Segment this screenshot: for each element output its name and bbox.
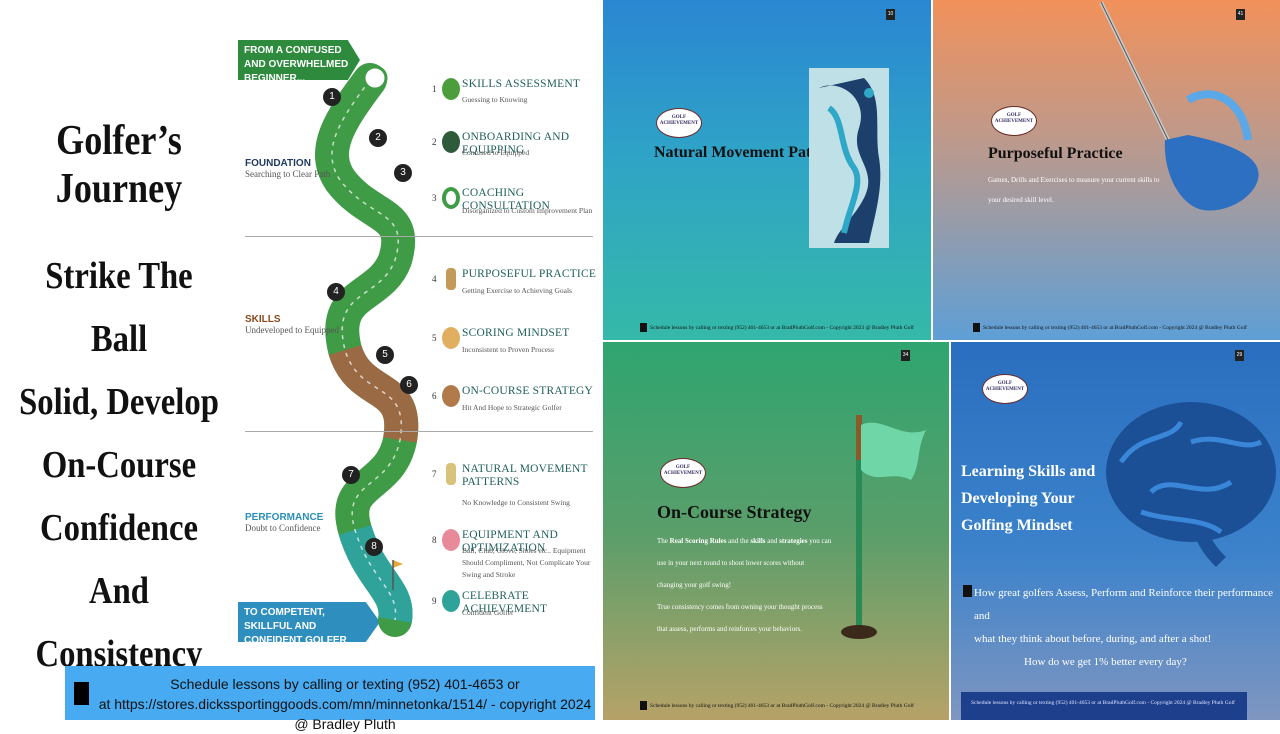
slide-footer: Schedule lessons by calling or texting (… <box>640 323 914 332</box>
golfer-banner: TO COMPETENT, SKILLFUL AND CONFIDENT GOL… <box>238 602 380 642</box>
golfer-swing-illustration <box>809 68 889 248</box>
phase-foundation: FOUNDATION Searching to Clear Path <box>245 158 331 179</box>
golfer-icon <box>442 131 460 153</box>
slide-page-number: 10 <box>886 9 895 20</box>
flag-icon <box>442 590 460 612</box>
slide-title: On-Course Strategy <box>657 502 812 522</box>
square-icon <box>640 701 647 710</box>
mindset-icon <box>442 327 460 349</box>
slide-page-number: 41 <box>1236 9 1245 20</box>
road-step-number: 8 <box>365 538 383 556</box>
slide-title: Purposeful Practice <box>988 145 1123 162</box>
square-icon <box>973 323 980 332</box>
square-icon <box>963 585 972 597</box>
schedule-text: Schedule lessons by calling or texting (… <box>98 676 592 732</box>
slide-body: The Real Scoring Rules and the skills an… <box>657 537 832 633</box>
brain-illustration <box>1106 402 1276 567</box>
journey-tagline: Strike The Ball Solid, Develop On-Course… <box>19 255 219 675</box>
square-icon <box>74 682 89 705</box>
slide-body: How great golfers Assess, Perform and Re… <box>974 587 1274 645</box>
golf-achievement-logo: GOLF ACHIEVEMENT <box>660 458 706 488</box>
road-step-number: 7 <box>342 466 360 484</box>
piggy-bank-icon <box>442 529 460 551</box>
phase-divider <box>245 236 593 237</box>
slide-learning-skills[interactable]: 29 GOLF ACHIEVEMENT Learning Skills and … <box>951 342 1280 720</box>
road-step-number: 6 <box>400 376 418 394</box>
golf-achievement-logo: GOLF ACHIEVEMENT <box>991 106 1037 136</box>
golfer-figure-icon <box>446 463 456 485</box>
journey-title: Golfer’s Journey <box>55 118 183 212</box>
road-step-number: 4 <box>327 283 345 301</box>
slide-page-number: 34 <box>901 350 910 361</box>
phase-skills: SKILLS Undeveloped to Equipped <box>245 314 339 335</box>
golf-club-illustration <box>1099 1 1259 211</box>
golf-achievement-logo: GOLF ACHIEVEMENT <box>656 108 702 138</box>
road-step-number: 3 <box>394 164 412 182</box>
slide-footer: Schedule lessons by calling or texting (… <box>640 701 914 710</box>
golfer-figure-icon <box>446 268 456 290</box>
slide-purposeful-practice[interactable]: 41 GOLF ACHIEVEMENT Purposeful Practice … <box>933 0 1280 340</box>
road-step-number: 1 <box>323 88 341 106</box>
slide-title: Learning Skills and Developing Your Golf… <box>961 463 1096 534</box>
square-icon <box>640 323 647 332</box>
phase-performance: PERFORMANCE Doubt to Confidence <box>245 512 324 533</box>
slide-body: Games, Drills and Exercises to measure y… <box>988 176 1160 204</box>
slide-natural-movement-patterns[interactable]: 10 GOLF ACHIEVEMENT Natural Movement Pat… <box>603 0 931 340</box>
slide-footer-bar: Schedule lessons by calling or texting (… <box>961 692 1247 720</box>
road-step-number: 5 <box>376 346 394 364</box>
slide-page-number: 29 <box>1235 350 1244 361</box>
slide-footer: Schedule lessons by calling or texting (… <box>971 700 1235 706</box>
golf-flag-illustration <box>841 415 926 639</box>
golfer-journey-infographic: Golfer’s Journey Strike The Ball Solid, … <box>0 0 602 732</box>
slide-footer: Schedule lessons by calling or texting (… <box>973 323 1247 332</box>
schedule-banner: Schedule lessons by calling or texting (… <box>65 666 595 732</box>
slide-question: How do we get 1% better every day? <box>1024 656 1187 668</box>
checkmark-icon <box>442 78 460 100</box>
slide-on-course-strategy[interactable]: 34 GOLF ACHIEVEMENT On-Course Strategy T… <box>603 342 949 720</box>
slide-title: Natural Movement Patterns <box>654 144 846 161</box>
journey-road-illustration <box>315 63 419 637</box>
golf-ball-icon <box>442 187 460 209</box>
road-step-number: 2 <box>369 129 387 147</box>
beginner-banner: FROM A CONFUSED AND OVERWHELMED BEGINNER… <box>238 40 360 80</box>
phase-divider <box>245 431 593 432</box>
golfer-swing-icon <box>442 385 460 407</box>
golf-achievement-logo: GOLF ACHIEVEMENT <box>982 374 1028 404</box>
